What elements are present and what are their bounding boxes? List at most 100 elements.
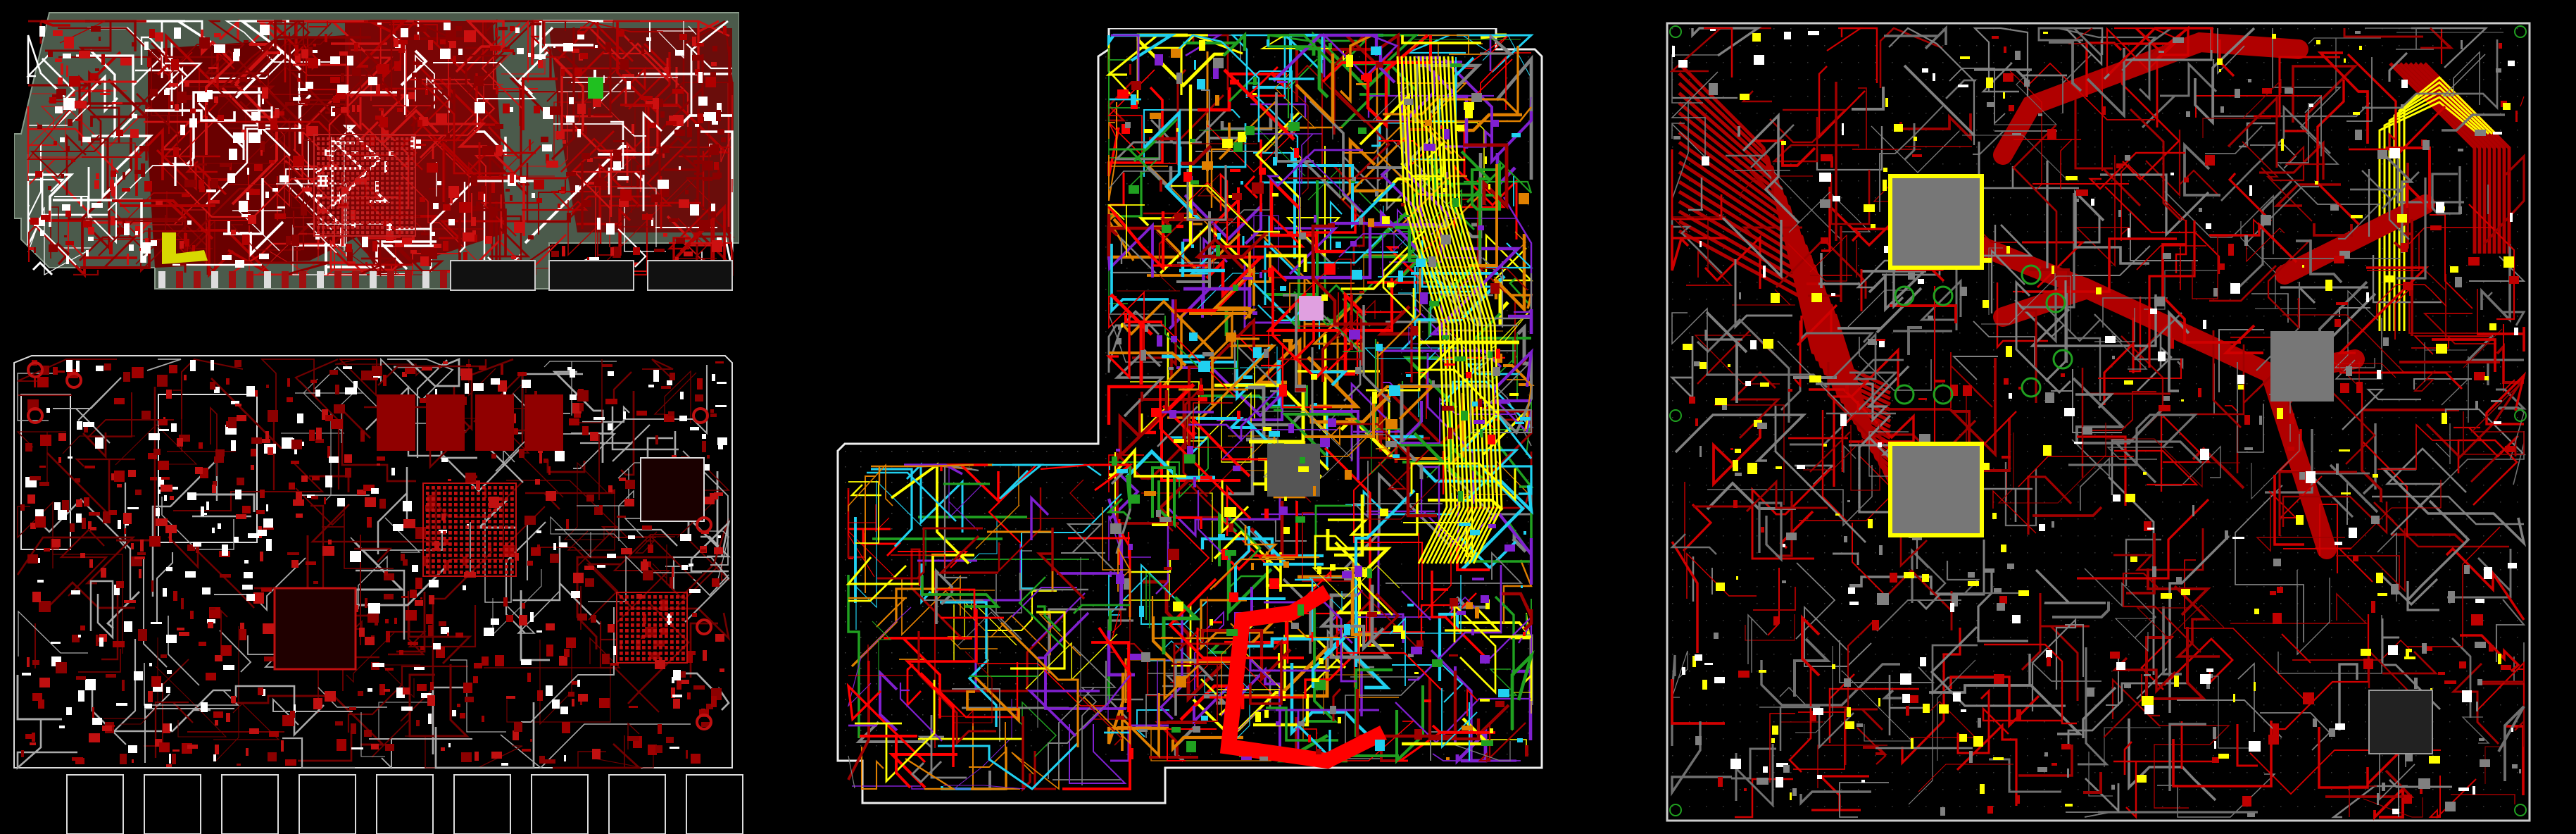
component-pad [1367,568,1372,578]
via-dot [1380,183,1381,185]
component-pad [548,466,551,475]
bga-ball [410,187,414,190]
component-pad [66,66,68,77]
component-pad [169,754,171,764]
trace [1019,573,1088,591]
component-pad [566,116,574,123]
bga-ball [642,595,646,599]
via-dot [1169,627,1170,628]
bga-ball [361,157,365,161]
via-dot [1317,120,1318,121]
bga-ball [322,192,325,195]
component-pad [1193,208,1197,215]
component-pad [347,56,353,66]
component-pad [431,232,435,236]
component-pad [577,35,584,39]
via-dot [1031,714,1032,716]
bga-ball [317,157,320,161]
component-pad [199,180,204,189]
trace [508,21,552,117]
component-pad [505,189,510,192]
via-dot [1689,755,1690,757]
bga-ball [401,147,404,151]
component-pad [346,244,352,252]
via-dot [1528,289,1529,290]
bga-ball [510,565,514,568]
component-pad [294,704,296,713]
component-pad [1118,326,1121,330]
component-pad [197,92,208,102]
component-pad [711,696,717,707]
component-pad [258,687,263,695]
bga-ball [443,514,446,518]
bga-ball [432,537,435,540]
via-dot [845,482,846,483]
trace [1219,172,1229,243]
via-dot [1338,500,1339,502]
bga-ball [432,554,435,557]
component-pad [441,627,449,634]
bga-ball [653,623,657,627]
component-pad [372,663,384,667]
via-dot [1706,434,1707,435]
trace [214,557,306,612]
bga-ball [406,182,409,185]
component-pad [281,740,284,752]
component-pad [187,220,191,225]
component-pad [519,615,527,626]
component-pad [1367,612,1377,617]
component-pad [717,382,727,384]
bga-ball [406,142,409,146]
via-dot [1507,648,1508,649]
component-pad [324,497,326,504]
component-pad [402,372,407,377]
component-pad [394,141,401,151]
via-dot [1338,225,1339,227]
component-pad [1320,438,1330,447]
trace [1107,324,1164,373]
component-pad [368,77,377,85]
component-pad [668,416,672,420]
component-pad [421,249,432,255]
component-pad [335,721,343,726]
component-pad [416,144,426,146]
bga-ball [460,537,463,540]
trace [1164,316,1238,369]
component-pad [699,220,710,231]
bga-ball [681,646,685,649]
bga-ball [499,497,503,501]
bga-ball [381,201,384,205]
bga-ball [371,197,375,200]
bga-ball [499,509,503,512]
bga-ball [322,206,325,210]
highlighted-component [1299,296,1324,320]
component-pad [379,499,386,509]
component-pad [1141,350,1146,361]
trace [1334,494,1364,557]
trace [115,424,198,466]
via-dot [891,590,893,592]
bga-ball [332,226,335,230]
bga-ball [391,211,394,215]
component-pad [617,176,629,180]
component-pad [460,713,465,718]
via-dot [938,714,939,716]
bga-ball [620,601,623,604]
component-pad [161,477,170,480]
bga-ball [494,542,497,546]
bga-ball [386,157,389,161]
trace [1192,691,1286,739]
trace [1044,611,1090,709]
bga-ball [460,571,463,574]
component-pad [1190,180,1199,185]
trace [1305,605,1338,723]
component-pad [484,628,494,636]
bga-ball [410,147,414,151]
via-dot [1077,668,1079,669]
bga-ball [642,652,646,655]
trace [1107,222,1154,278]
component-pad [1124,578,1129,590]
bga-ball [346,226,350,230]
trace [1289,282,1355,313]
bga-ball [341,177,345,180]
